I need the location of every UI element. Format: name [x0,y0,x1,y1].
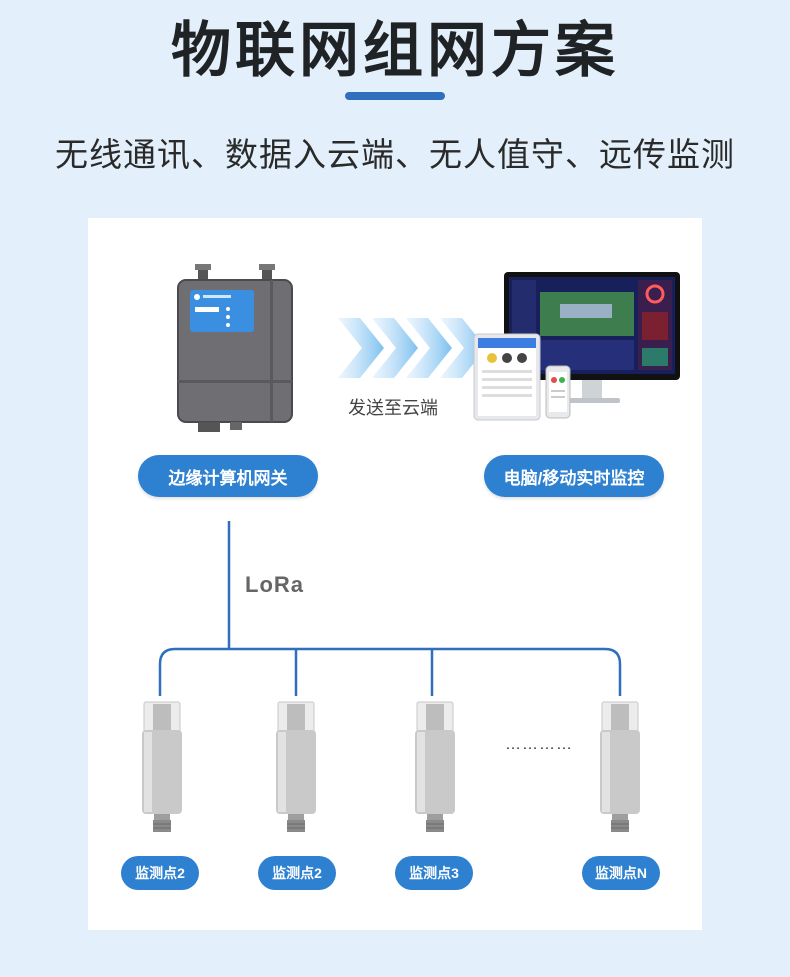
sensor-label: 监测点2 [121,856,199,890]
page-subtitle: 无线通讯、数据入云端、无人值守、远传监测 [55,136,735,173]
sensor-label: 监测点N [582,856,660,890]
connection-lines [158,521,622,696]
monitor-label: 电脑/移动实时监控 [484,455,664,497]
title-underline [345,92,445,100]
more-sensors-ellipsis: ………… [505,736,573,753]
wireless-signal-icon [338,318,486,378]
gateway-label: 边缘计算机网关 [138,455,318,497]
sensor-device-image [142,701,182,832]
cloud-upload-label: 发送至云端 [348,398,438,418]
lora-label: LoRa [245,572,304,597]
sensor-device-image [415,701,455,832]
gateway-device-image [177,264,293,432]
monitor-device-image [473,272,680,421]
page-title: 物联网组网方案 [171,17,619,84]
sensor-label: 监测点3 [395,856,473,890]
sensor-device-image [276,701,316,832]
sensor-label: 监测点2 [258,856,336,890]
sensor-device-image [600,701,640,832]
